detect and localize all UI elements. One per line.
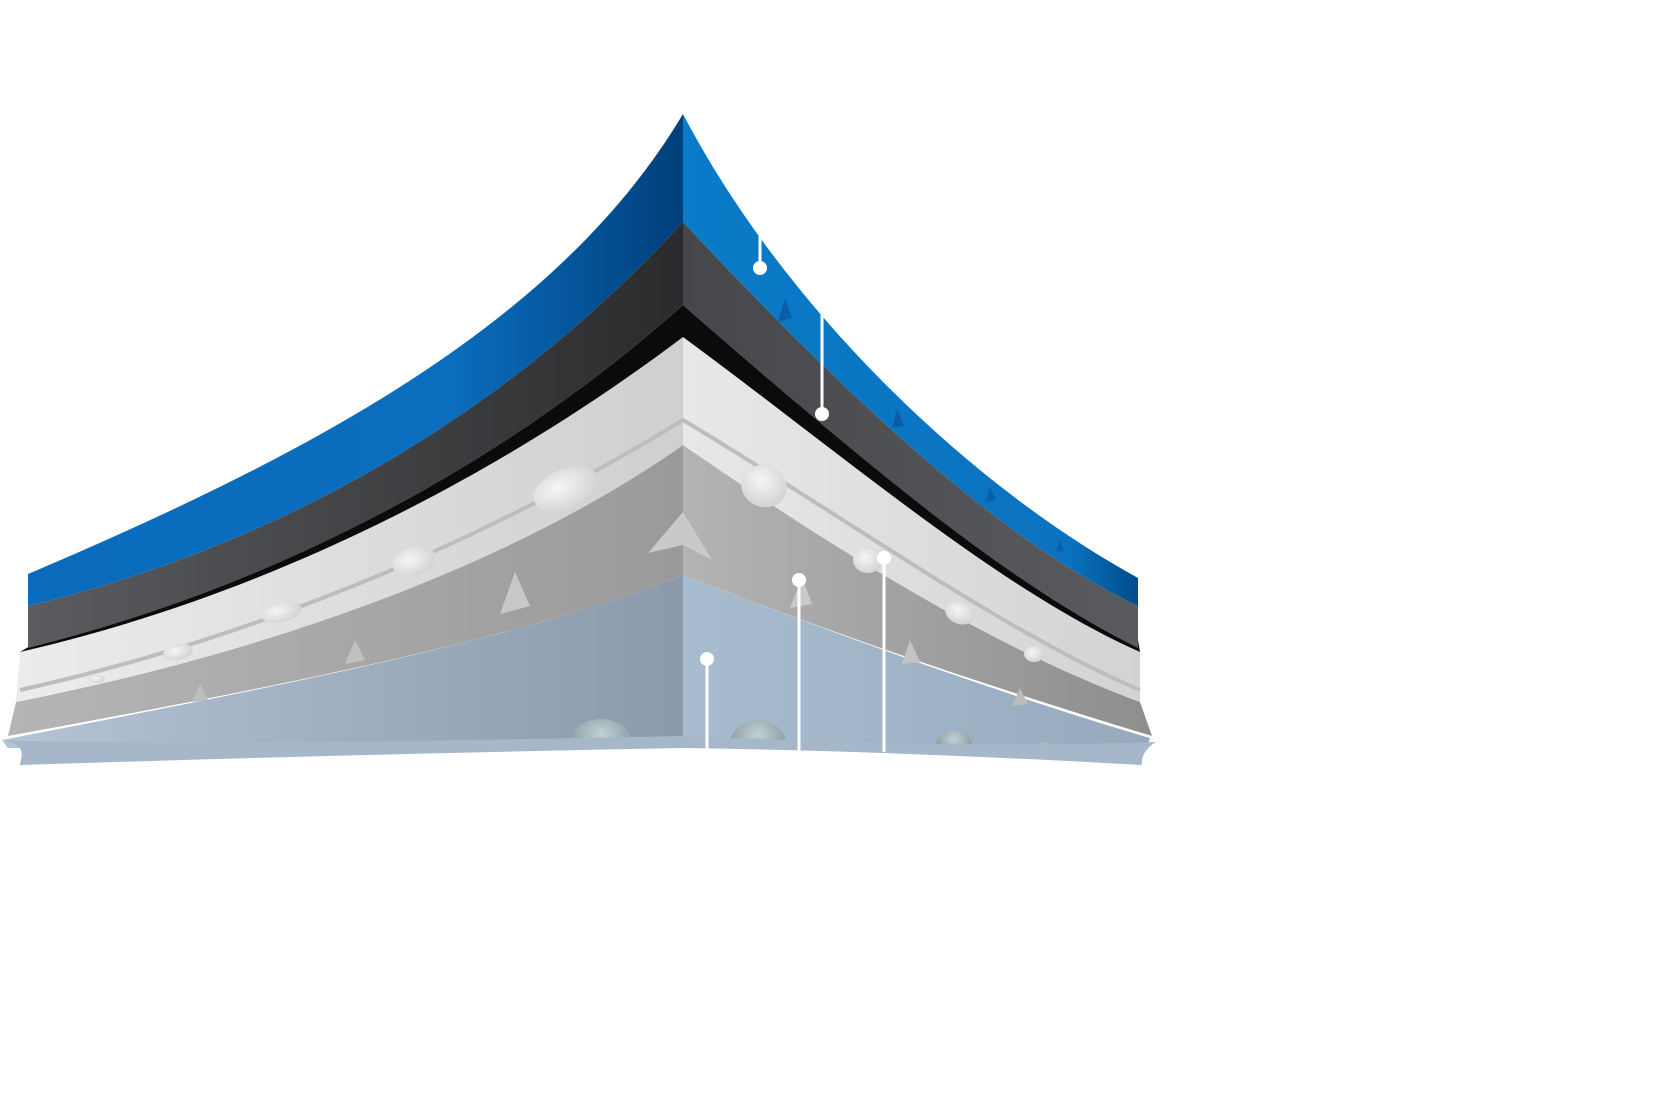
light-bubble [1024, 646, 1044, 662]
top-coat-spike [986, 486, 996, 502]
top-coat-left-face [28, 114, 683, 606]
light-right-face [683, 337, 1140, 702]
light-ridge-line [19, 417, 1141, 692]
mid-gray-spike [192, 684, 208, 702]
callout-3 [877, 551, 891, 752]
mid-gray-spike [345, 640, 365, 664]
layer-mid-gray [8, 445, 1152, 736]
callout-2 [815, 300, 829, 421]
dark-left-face [28, 222, 683, 648]
callout-pins [700, 222, 891, 752]
light-bubble [853, 547, 883, 573]
layer-top-coat [28, 114, 1138, 606]
dark-right-face [683, 222, 1138, 648]
top-coat-spike [1056, 540, 1064, 552]
top-coat-spike [1104, 578, 1112, 588]
top-coat-spike [892, 408, 904, 428]
substrate-left-face [2, 575, 683, 765]
light-bubble [163, 643, 193, 661]
light-bubble [392, 546, 436, 576]
top-coat-right-face [683, 114, 1138, 606]
top-coat-spike [778, 298, 792, 322]
layer-dark [28, 222, 1138, 648]
light-left-face [16, 337, 683, 702]
callout-1 [753, 222, 767, 275]
mid-gray-spike [500, 572, 530, 614]
light-bubble [741, 464, 787, 508]
light-bubble [260, 601, 302, 623]
mid-gray-right-face [683, 445, 1152, 736]
substrate-bottom-edge [2, 736, 1156, 765]
mid-gray-spike [1012, 688, 1028, 706]
callout-4 [792, 573, 806, 752]
mid-gray-left-face [8, 445, 683, 736]
mid-gray-spike [902, 640, 920, 664]
mid-gray-spike [648, 512, 712, 560]
callout-5 [700, 652, 714, 752]
light-bubble [945, 601, 975, 625]
mid-gray-spike [790, 578, 812, 608]
light-bubble [89, 675, 105, 683]
layer-light [16, 337, 1141, 702]
light-bubble [533, 466, 599, 512]
